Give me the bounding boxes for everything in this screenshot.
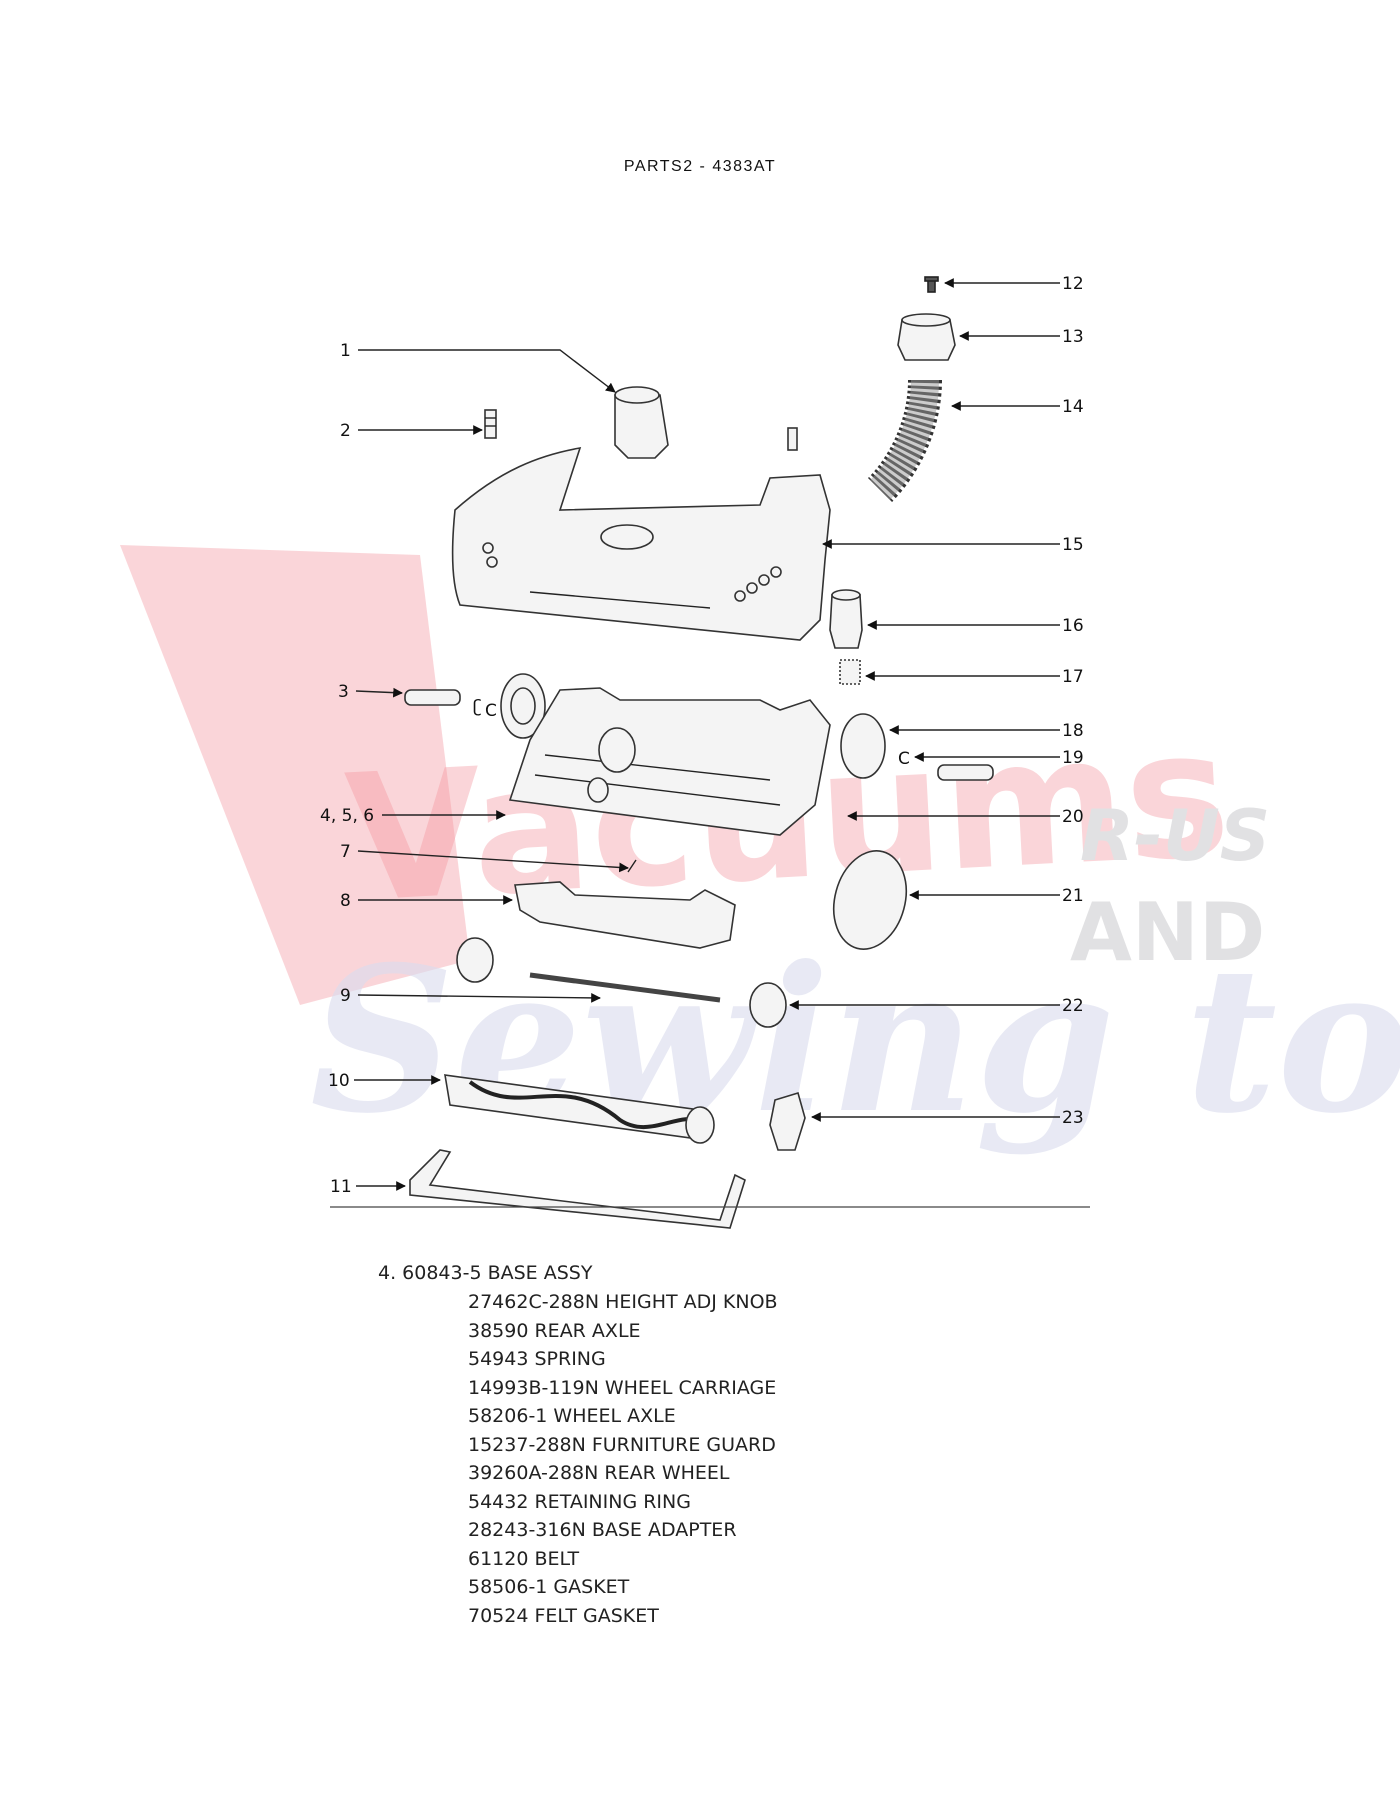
callout-label: 20: [1062, 807, 1084, 827]
part-height-knob: [829, 589, 863, 649]
watermark-rus-text: R-US: [1080, 795, 1270, 877]
callout-label: 17: [1062, 667, 1084, 687]
watermark-red-wedge: [120, 545, 470, 1005]
list-item: 15237-288N FURNITURE GUARD: [468, 1433, 776, 1456]
callout-label: 14: [1062, 397, 1084, 417]
part-hose: [867, 379, 942, 503]
part-screw-top: [924, 276, 939, 293]
part-rear-wheel-right: C: [840, 713, 994, 781]
part-spring: [839, 659, 861, 685]
list-item: 54943 SPRING: [468, 1348, 606, 1370]
list-item: 27462C-288N HEIGHT ADJ KNOB: [468, 1291, 778, 1313]
list-item: 39260A-288N REAR WHEEL: [468, 1462, 730, 1484]
callout-label: 4, 5, 6: [320, 806, 374, 826]
part-wheel-axle: [456, 937, 787, 1028]
callout-label: 12: [1062, 274, 1084, 294]
callout-label: 11: [330, 1177, 352, 1197]
part-wheel-carriage: [514, 881, 736, 949]
callout-label: 1: [340, 341, 351, 361]
callout-label: 16: [1062, 616, 1084, 636]
list-item: 14993B-119N WHEEL CARRIAGE: [468, 1376, 777, 1399]
callout-label: 18: [1062, 721, 1084, 741]
callout-label: 22: [1062, 996, 1084, 1016]
svg-text:C: C: [485, 701, 497, 721]
watermark-and-text: AND: [1070, 886, 1265, 979]
callout-label: 2: [340, 421, 351, 441]
callout-label: 23: [1062, 1108, 1084, 1128]
part-belt: [833, 850, 907, 950]
part-rear-wheel-left: C: [485, 673, 546, 739]
part-screw-center: [787, 427, 798, 451]
page-title: PARTS2 - 4383AT: [623, 158, 777, 175]
callout-label: 13: [1062, 327, 1084, 347]
assembly-heading: 4. 60843-5 BASE ASSY: [378, 1262, 593, 1284]
list-item: 58206-1 WHEEL AXLE: [468, 1405, 676, 1427]
list-item: 70524 FELT GASKET: [468, 1604, 659, 1627]
callouts: 1 2 3 4, 5, 6 7 8 9 10 11 12 13 14 15 16…: [320, 274, 1084, 1197]
watermark: Vacuums R-US AND Sewing too: [120, 545, 1400, 1158]
part-brushroll: [444, 1074, 715, 1144]
callout-label: 3: [338, 682, 349, 702]
part-adapter: [614, 386, 669, 459]
callout-label: 21: [1062, 886, 1084, 906]
parts-list-items: 27462C-288N HEIGHT ADJ KNOB 38590 REAR A…: [378, 1288, 778, 1630]
list-item: 58506-1 GASKET: [468, 1576, 630, 1598]
list-item: 61120 BELT: [468, 1547, 580, 1570]
list-item: 54432 RETAINING RING: [468, 1490, 691, 1513]
part-pin: [627, 859, 637, 873]
parts-list: 4. 60843-5 BASE ASSY 27462C-288N HEIGHT …: [378, 1262, 778, 1630]
callout-label: 8: [340, 891, 351, 911]
callout-label: 10: [328, 1071, 350, 1091]
callout-label: 9: [340, 986, 351, 1006]
part-screw-left: [484, 409, 497, 439]
callout-label: 15: [1062, 535, 1084, 555]
list-item: 28243-316N BASE ADAPTER: [468, 1519, 737, 1541]
svg-text:ʗ: ʗ: [473, 697, 482, 717]
part-base-adapter: [769, 1091, 806, 1151]
part-hose-connector: [897, 313, 956, 361]
svg-text:C: C: [898, 749, 910, 769]
part-furniture-guard: [409, 1149, 746, 1229]
part-base-assembly: [508, 687, 831, 836]
callout-label: 7: [340, 842, 351, 862]
list-item: 38590 REAR AXLE: [468, 1319, 641, 1342]
part-hood: [451, 446, 831, 641]
part-rear-axle: ʗ: [404, 689, 482, 717]
callout-label: 19: [1062, 748, 1084, 768]
